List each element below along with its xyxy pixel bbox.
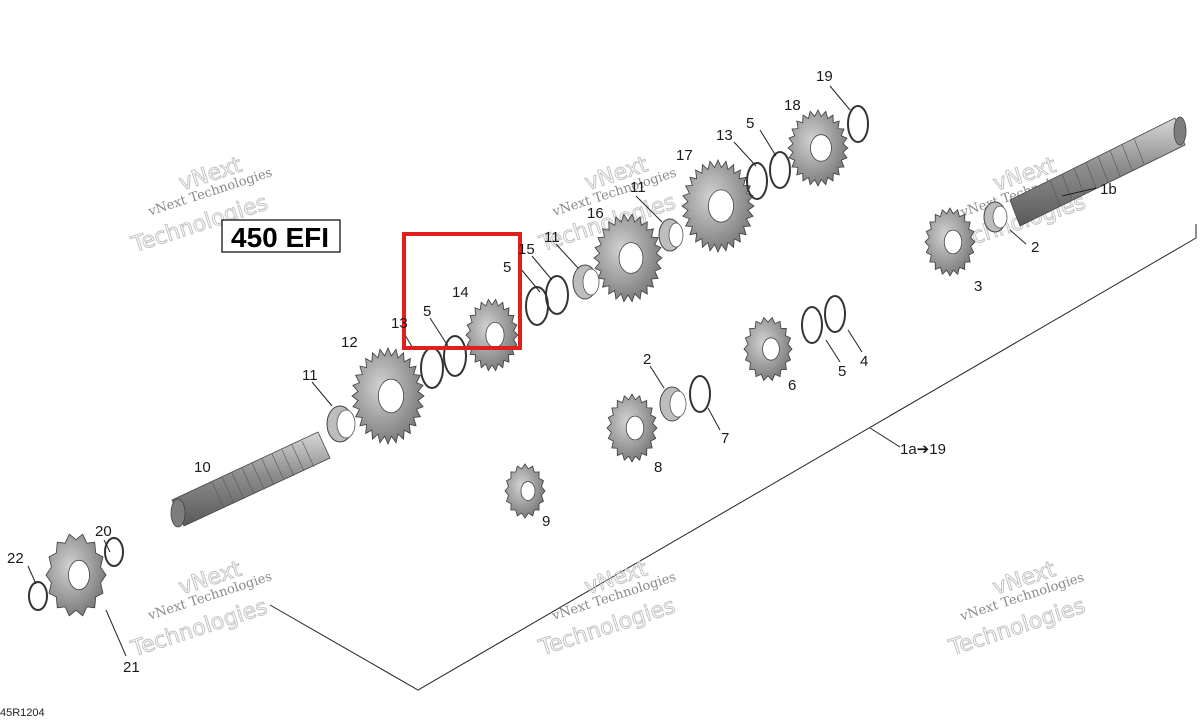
model-label-text: 450 EFI [231,222,329,253]
callout-1b: 1b [1100,181,1117,198]
figure-code: 45R1204 [0,707,45,717]
model-label-box: 450 EFI [221,219,341,253]
gear-part-8[interactable] [606,393,658,463]
bushing-part-2-upper[interactable] [983,201,1008,233]
watermark-bottom-right: Technologies vNext Technologies vNext [945,556,1089,661]
washer-part-20[interactable] [104,537,124,567]
callout-4: 4 [860,353,868,370]
rings-layer [28,105,869,611]
callout-17: 17 [676,147,693,164]
callout-2-upper: 2 [1031,239,1039,256]
callout-14: 14 [452,284,469,301]
callout-20: 20 [95,523,112,540]
callout-18: 18 [784,97,801,114]
highlight-box [402,232,522,350]
washer-part-4[interactable] [801,306,823,344]
watermark-bottom-center: Technologies vNext Technologies vNext [535,556,679,662]
counter-shaft-part-1b[interactable] [1009,116,1187,227]
sprocket-part-21[interactable] [45,533,107,617]
gear-part-17[interactable] [681,159,755,253]
callout-15: 15 [518,241,535,258]
gear-part-14[interactable] [465,298,519,372]
callout-3: 3 [974,278,982,295]
callout-5-right: 5 [838,363,846,380]
main-shaft-part-10[interactable] [170,431,331,528]
assembly-frame [269,224,1197,691]
callout-8: 8 [654,459,662,476]
callout-9: 9 [542,513,550,530]
gear-part-3[interactable] [924,207,976,277]
callout-5-highlight: 5 [423,303,431,320]
callout-13-upper: 13 [716,127,733,144]
callout-5-middle: 5 [503,259,511,276]
bushing-part-11-lower[interactable] [326,405,356,443]
gear-part-18-bore [810,134,832,162]
callouts: 1a➔19 1b 2 2 3 4 5 5 5 5 6 7 8 9 10 11 1… [7,68,1117,676]
washer-part-19[interactable] [847,105,869,143]
callout-1a-19: 1a➔19 [900,441,946,458]
washer-part-15[interactable] [525,286,549,326]
callout-13-lower: 13 [391,315,408,332]
circlip-part-5-lower[interactable] [443,335,467,377]
callout-21: 21 [123,659,140,676]
callout-7: 7 [721,430,729,447]
callout-12: 12 [341,334,358,351]
callout-11-upper: 11 [630,179,646,196]
gear-part-16-bore [618,242,644,274]
gear-part-9-bore [520,481,536,501]
gear-part-17-bore [708,189,735,223]
callout-5-upper: 5 [746,115,754,132]
gear-part-12[interactable] [351,346,425,446]
callout-19: 19 [816,68,833,85]
washer-part-7[interactable] [689,375,711,413]
circlip-part-22[interactable] [28,581,48,611]
gear-part-12-bore [377,378,404,414]
circlip-part-5-right[interactable] [824,295,846,333]
washer-part-13-lower[interactable] [420,347,444,389]
gear-part-3-bore [943,229,963,255]
circlip-part-5-upper[interactable] [769,151,791,189]
gears-layer [45,109,976,617]
gear-part-6-bore [762,337,780,361]
gear-part-8-bore [625,415,645,441]
gear-part-16[interactable] [593,213,663,303]
gear-part-14-bore [485,321,505,348]
callout-22: 22 [7,550,24,567]
washer-part-13-upper[interactable] [746,162,768,200]
watermark-bottom-left: Technologies vNext Technologies vNext [127,556,274,663]
bushing-part-11-middle[interactable] [572,264,600,300]
gear-part-6[interactable] [743,316,793,382]
bushing-part-2-lower[interactable] [659,386,687,422]
callout-16: 16 [587,205,604,222]
callout-11-middle: 11 [544,229,560,246]
callout-11-lower: 11 [302,367,318,384]
circlip-part-5-middle[interactable] [545,275,569,315]
callout-2-lower: 2 [643,351,651,368]
callout-6: 6 [788,377,796,394]
sprocket-part-21-bore [68,559,90,591]
callout-10: 10 [194,459,211,476]
bushing-part-11-upper[interactable] [658,218,684,252]
gear-part-9[interactable] [504,463,546,519]
gear-part-18[interactable] [787,109,849,187]
